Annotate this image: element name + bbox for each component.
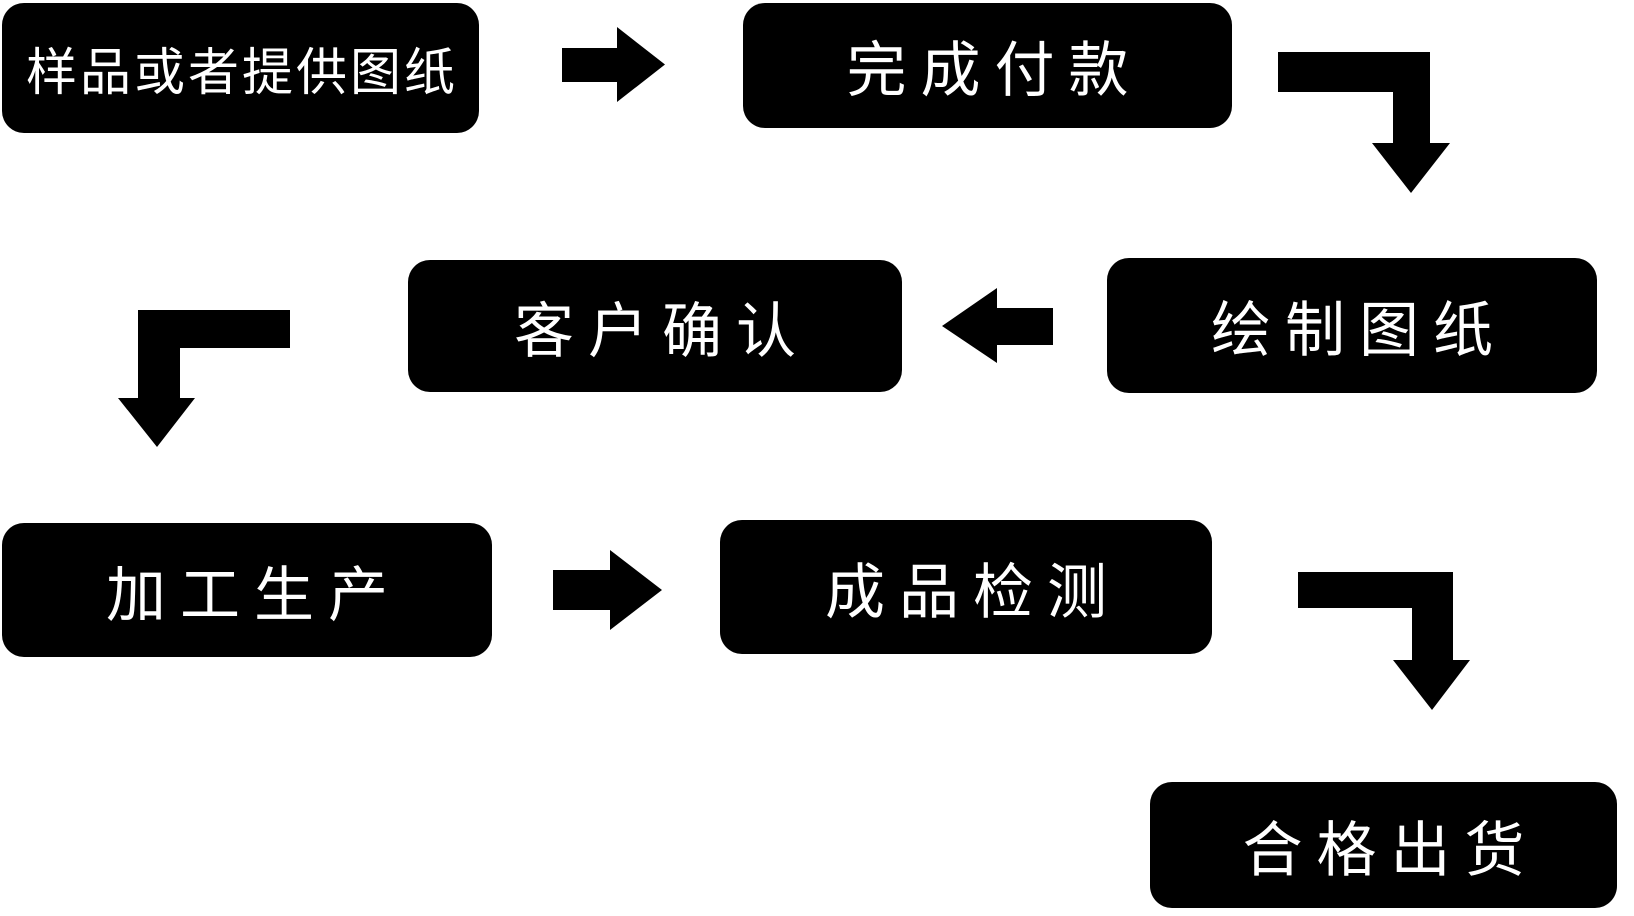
flow-node-label: 加工生产 <box>106 561 402 629</box>
elbow-down-arrow-icon <box>1278 52 1450 193</box>
flow-node-production: 加工生产 <box>2 523 492 657</box>
flow-node-customer-confirm: 客户确认 <box>408 260 902 392</box>
elbow-down-arrow-icon <box>118 310 290 447</box>
flow-node-sample-or-drawing: 样品或者提供图纸 <box>2 3 479 133</box>
flow-node-label: 客户确认 <box>514 297 810 365</box>
elbow-down-arrow-icon <box>1298 572 1470 710</box>
flow-node-label: 绘制图纸 <box>1211 297 1507 364</box>
flow-node-payment: 完成付款 <box>743 3 1232 128</box>
left-arrow-icon <box>942 288 1053 363</box>
right-arrow-icon <box>562 27 665 102</box>
flow-node-label: 完成付款 <box>846 37 1143 104</box>
flow-node-label: 合格出货 <box>1242 816 1539 884</box>
flow-node-label: 成品检测 <box>825 558 1121 626</box>
flow-node-draw-drawing: 绘制图纸 <box>1107 258 1597 393</box>
right-arrow-icon <box>553 550 662 630</box>
flow-node-inspection: 成品检测 <box>720 520 1212 654</box>
flow-node-label: 样品或者提供图纸 <box>25 44 458 101</box>
flow-node-shipment: 合格出货 <box>1150 782 1617 908</box>
